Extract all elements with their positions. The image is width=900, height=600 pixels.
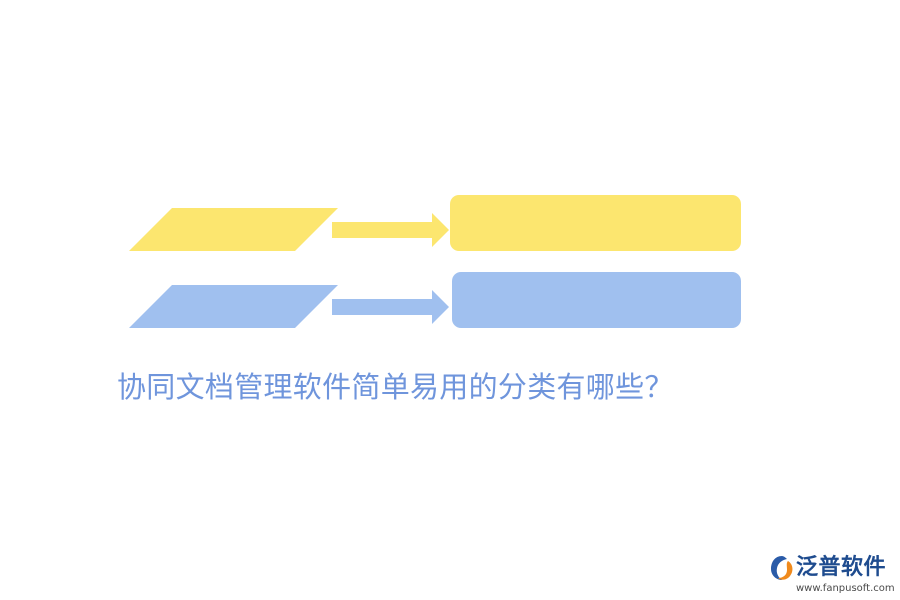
yellow-parallelogram [129, 208, 338, 251]
brand-logo: 泛普软件 www.fanpusoft.com [768, 553, 895, 597]
fanpu-logo-icon [771, 556, 793, 580]
yellow-arrow-icon [332, 213, 449, 247]
blue-arrow-icon [332, 290, 449, 324]
headline-text: 协同文档管理软件简单易用的分类有哪些？ [117, 370, 674, 404]
brand-url: www.fanpusoft.com [796, 583, 895, 594]
yellow-rounded-box [450, 195, 741, 251]
brand-name: 泛普软件 [796, 555, 887, 580]
blue-parallelogram [129, 285, 338, 328]
blue-rounded-box [452, 272, 741, 328]
